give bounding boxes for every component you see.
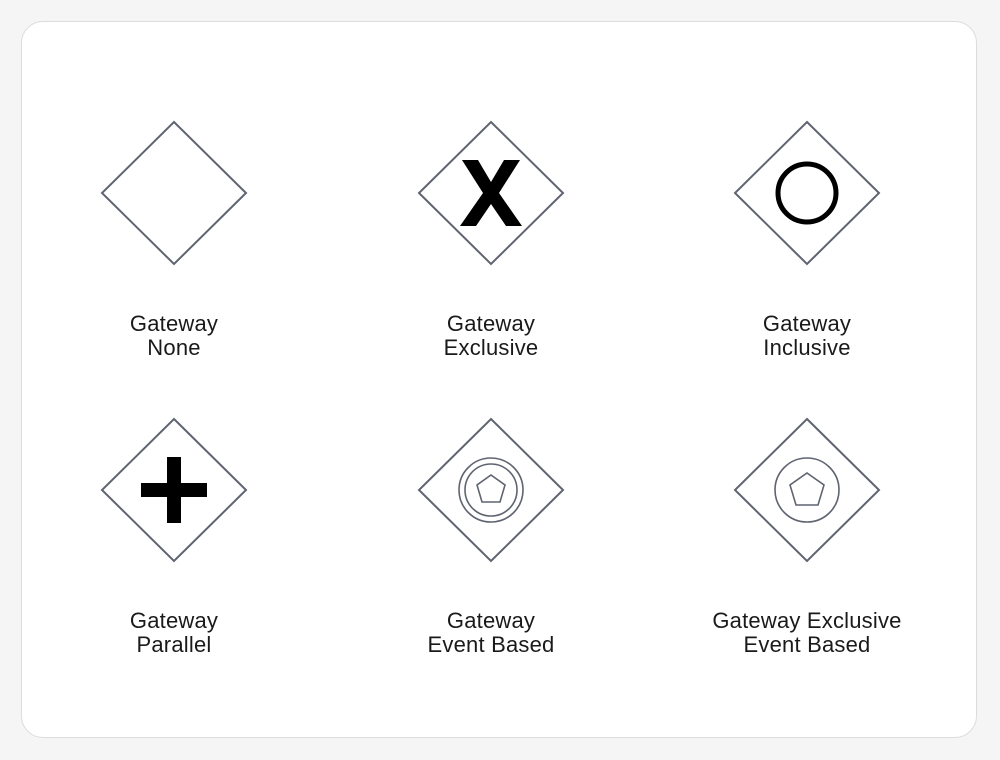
gateway-parallel-label-line1: Gateway (129, 608, 219, 633)
parallel-gateway-icon (100, 417, 248, 563)
gateway-event-based: Gateway Event Based (341, 417, 641, 679)
exclusive-gateway-icon (417, 120, 565, 266)
gateway-exclusive-label: Gateway Exclusive (341, 312, 641, 360)
gateway-event-based-label-line1: Gateway (446, 608, 536, 633)
gateway-none: Gateway None (24, 120, 324, 382)
inclusive-gateway-icon (733, 120, 881, 266)
gateway-panel: Gateway None Gateway Exclusive Gateway I… (21, 21, 977, 738)
exclusive-event-based-gateway-icon (733, 417, 881, 563)
gateway-parallel-label-line2: Parallel (136, 632, 212, 657)
gateway-exclusive-event-based-label-line1: Gateway Exclusive (712, 608, 902, 633)
none-gateway-icon (100, 120, 248, 266)
gateway-parallel-label: Gateway Parallel (24, 609, 324, 657)
gateway-inclusive-label-line2: Inclusive (763, 335, 851, 360)
circle-marker-icon (775, 161, 839, 225)
gateway-event-based-label-line2: Event Based (427, 632, 555, 657)
plus-marker-icon (141, 457, 207, 523)
gateway-exclusive: Gateway Exclusive (341, 120, 641, 382)
gateway-exclusive-event-based-label: Gateway Exclusive Event Based (657, 609, 957, 657)
gateway-event-based-label: Gateway Event Based (341, 609, 641, 657)
gateway-exclusive-event-based: Gateway Exclusive Event Based (657, 417, 957, 679)
gateway-parallel: Gateway Parallel (24, 417, 324, 679)
gateway-exclusive-label-line1: Gateway (446, 311, 536, 336)
gateway-exclusive-label-line2: Exclusive (443, 335, 539, 360)
gateway-inclusive-label: Gateway Inclusive (657, 312, 957, 360)
gateway-inclusive-label-line1: Gateway (762, 311, 852, 336)
gateway-none-label-line2: None (147, 335, 201, 360)
circle-pentagon-marker-icon (774, 457, 840, 523)
double-circle-pentagon-marker-icon (458, 457, 524, 523)
gateway-exclusive-event-based-label-line2: Event Based (743, 632, 871, 657)
x-marker-icon (460, 160, 522, 226)
gateway-none-label: Gateway None (24, 312, 324, 360)
gateway-inclusive: Gateway Inclusive (657, 120, 957, 382)
event-based-gateway-icon (417, 417, 565, 563)
gateway-none-label-line1: Gateway (129, 311, 219, 336)
